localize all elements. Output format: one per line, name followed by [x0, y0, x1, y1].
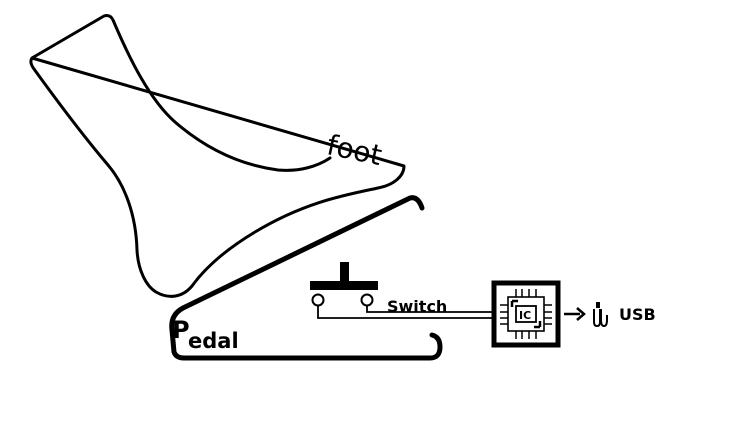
- usb-label: USB: [619, 305, 656, 324]
- switch-wire-upper: [366, 305, 500, 313]
- ic-inner-box: [507, 296, 545, 332]
- pedal-outline: [169, 195, 443, 361]
- foot-label: foot: [324, 128, 385, 172]
- ic-chip: [491, 280, 561, 348]
- switch-symbol: [310, 262, 378, 307]
- pedal-label: edal: [188, 329, 239, 353]
- switch-contact-left: [311, 293, 325, 307]
- foot-outline: [29, 14, 406, 298]
- usb-connector-icon: [593, 302, 608, 328]
- ic-label-box: [515, 305, 537, 323]
- switch-label: Switch: [387, 297, 447, 316]
- ic-label: IC: [519, 309, 531, 322]
- switch-actuator-bar: [310, 281, 378, 290]
- output-arrow: [564, 307, 586, 321]
- switch-plunger: [340, 262, 349, 282]
- pedal-label-initial: P: [172, 316, 190, 344]
- switch-contact-right: [360, 293, 374, 307]
- switch-wire-lower: [317, 305, 500, 319]
